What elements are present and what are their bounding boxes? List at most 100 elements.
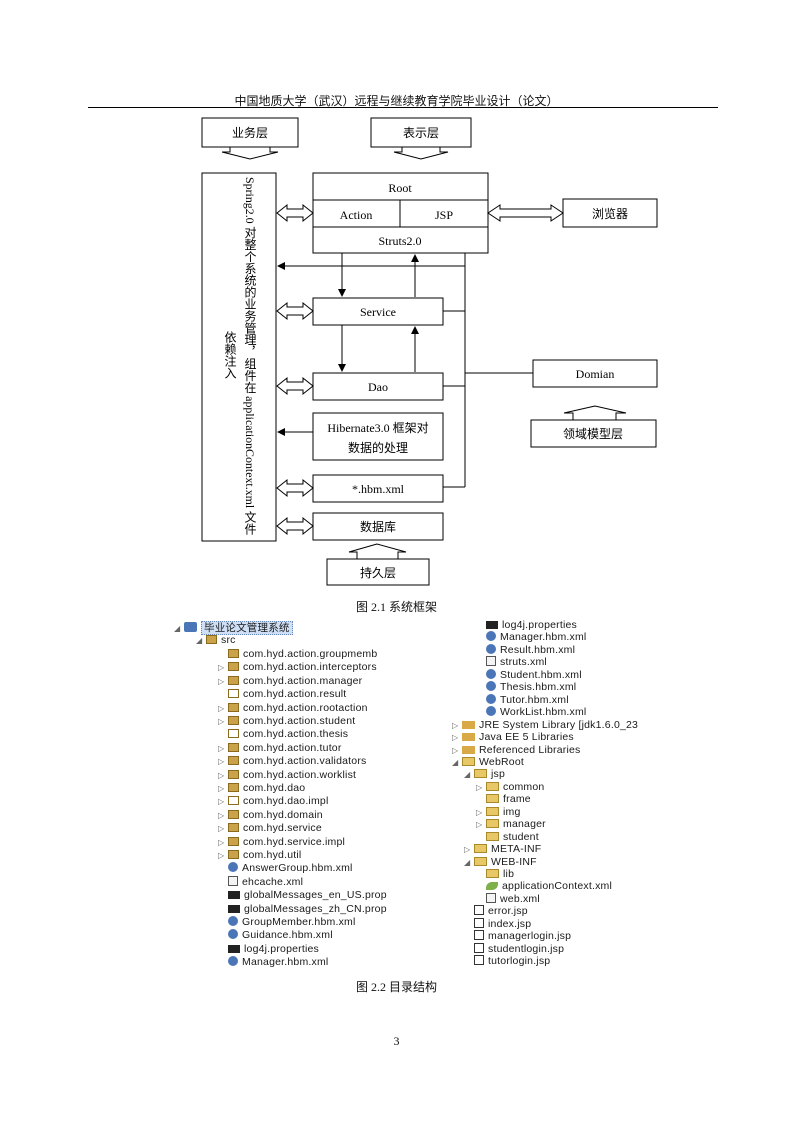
library-icon [462,745,475,754]
tree-item[interactable]: Result.hbm.xml [476,643,575,657]
tree-item[interactable]: Manager.hbm.xml [476,631,586,644]
collapsed-twisty-icon[interactable]: ▷ [218,676,225,686]
tree-item-label: globalMessages_zh_CN.prop [244,902,387,915]
folder-icon [486,781,499,791]
tree-item-label: WebRoot [479,755,524,768]
tree-item[interactable]: tutorlogin.jsp [464,955,550,968]
collapsed-twisty-icon[interactable]: ▷ [476,782,483,792]
collapsed-twisty-icon[interactable]: ▷ [476,807,483,817]
tree-item[interactable]: frame [476,793,531,806]
tree-item[interactable]: ◢ WebRoot [452,756,524,769]
tree-item[interactable]: ▷com.hyd.action.manager [218,675,362,688]
collapsed-twisty-icon[interactable]: ▷ [218,663,225,673]
hibernate-mapping-icon [486,668,496,679]
tree-item[interactable]: Manager.hbm.xml [218,956,328,969]
tree-item[interactable]: ▷Java EE 5 Libraries [452,731,574,744]
tree-item[interactable]: ▷com.hyd.action.rootaction [218,702,368,715]
tree-item[interactable]: ▷com.hyd.action.worklist [218,769,356,782]
tree-item[interactable]: applicationContext.xml [476,880,612,893]
tree-item[interactable]: ▷ com.hyd.action.validators [218,755,366,768]
folder-icon [462,756,475,766]
tree-item[interactable]: ◢WEB-INF [464,856,537,869]
tree-item[interactable]: ▷com.hyd.service.impl [218,836,345,849]
tree-item-label: JRE System Library [jdk1.6.0_23 [479,718,639,731]
collapsed-twisty-icon[interactable]: ◢ [464,770,471,780]
tree-item-label: student [503,830,539,843]
tree-item[interactable]: studentlogin.jsp [464,942,564,956]
tree-item[interactable]: com.hyd.action.result [218,688,346,701]
tree-item[interactable]: com.hyd.action.thesis [218,728,348,741]
tree-item[interactable]: ▷com.hyd.action.tutor [218,742,342,755]
tree-item-label: com.hyd.action.validators [243,755,367,768]
tree-item[interactable]: error.jsp [464,905,528,918]
tree-item[interactable]: globalMessages_zh_CN.prop [218,903,387,916]
tree-item[interactable]: lib [476,868,514,881]
collapsed-twisty-icon[interactable]: ▷ [218,743,225,753]
tree-item[interactable]: log4j.properties [218,943,319,956]
collapsed-twisty-icon[interactable]: ▷ [452,720,459,730]
collapsed-twisty-icon[interactable]: ▷ [218,784,225,793]
tree-item[interactable]: ▷Referenced Libraries [452,744,580,757]
tree-item[interactable]: ▷ com.hyd.dao [218,782,305,795]
hibernate-label-2: 数据的处理 [348,440,408,455]
collapsed-twisty-icon[interactable]: ▷ [218,757,225,767]
tree-item-label: Manager.hbm.xml [242,956,329,969]
tree-item-label: META-INF [491,843,542,856]
collapsed-twisty-icon[interactable]: ▷ [218,810,225,820]
tree-item[interactable]: ▷com.hyd.domain [218,809,323,822]
tree-item[interactable]: Thesis.hbm.xml [476,681,576,694]
expanded-twisty-icon[interactable]: ◢ [196,636,203,645]
collapsed-twisty-icon[interactable]: ▷ [464,845,471,855]
collapsed-twisty-icon[interactable]: ◢ [464,857,471,867]
collapsed-twisty-icon[interactable]: ▷ [218,770,225,780]
collapsed-twisty-icon[interactable]: ◢ [452,757,459,767]
tree-item-label: com.hyd.dao [243,782,306,794]
tree-src-node[interactable]: ◢src [196,634,236,647]
tree-item[interactable]: ▷common [476,781,544,794]
tree-item-label: AnswerGroup.hbm.xml [242,862,353,875]
tree-item[interactable]: GroupMember.hbm.xml [218,916,356,929]
tree-item[interactable]: ▷com.hyd.action.student [218,715,355,728]
domian-label: Domian [576,367,615,381]
tree-item[interactable]: ▷com.hyd.dao.impl [218,795,329,808]
collapsed-twisty-icon[interactable]: ▷ [218,703,225,713]
tree-item[interactable]: ▷manager [476,818,546,831]
tree-item[interactable]: WorkList.hbm.xml [476,706,586,719]
tree-item[interactable]: ▷ com.hyd.service [218,822,322,835]
tree-item[interactable]: ehcache.xml [218,875,303,889]
collapsed-twisty-icon[interactable]: ▷ [218,717,225,726]
tree-item[interactable]: ▷img [476,806,521,819]
collapsed-twisty-icon[interactable]: ▷ [218,797,225,807]
tree-item[interactable]: ▷ JRE System Library [jdk1.6.0_23 [452,719,638,732]
collapsed-twisty-icon[interactable]: ▷ [476,820,483,830]
tree-item[interactable]: Guidance.hbm.xml [218,929,333,942]
tree-item[interactable]: Student.hbm.xml [476,668,582,682]
collapsed-twisty-icon[interactable]: ▷ [218,851,225,860]
xml-file-icon [486,892,496,903]
tree-item[interactable]: student [476,831,539,844]
tree-item[interactable]: web.xml [476,892,540,906]
jsp-file-icon [474,930,484,941]
persist-layer-label: 持久层 [360,565,396,580]
tree-item[interactable]: log4j.properties [476,619,577,632]
tree-item[interactable]: index.jsp [464,917,531,931]
tree-item[interactable]: ▷ META-INF [464,843,541,856]
collapsed-twisty-icon[interactable]: ▷ [218,824,225,834]
collapsed-twisty-icon[interactable]: ▷ [218,837,225,847]
tree-item[interactable]: AnswerGroup.hbm.xml [218,862,353,875]
tree-item[interactable]: ▷com.hyd.action.interceptors [218,661,377,674]
tree-item[interactable]: globalMessages_en_US.prop [218,889,387,902]
tree-item[interactable]: struts.xml [476,656,547,669]
tree-item[interactable]: Tutor.hbm.xml [476,693,569,707]
tree-item-label: com.hyd.util [243,849,302,861]
collapsed-twisty-icon[interactable]: ▷ [452,733,459,743]
layer-business-label: 业务层 [232,125,268,140]
tree-item[interactable]: com.hyd.action.groupmemb [218,648,377,661]
tree-item[interactable]: managerlogin.jsp [464,930,571,943]
tree-item-label: com.hyd.service [243,822,322,835]
collapsed-twisty-icon[interactable]: ▷ [452,745,459,755]
tree-item[interactable]: ◢jsp [464,768,505,781]
tree-project-node[interactable]: ◢毕业论文管理系统 [174,620,293,635]
expanded-twisty-icon[interactable]: ◢ [174,624,181,633]
tree-item[interactable]: ▷ com.hyd.util [218,849,301,862]
